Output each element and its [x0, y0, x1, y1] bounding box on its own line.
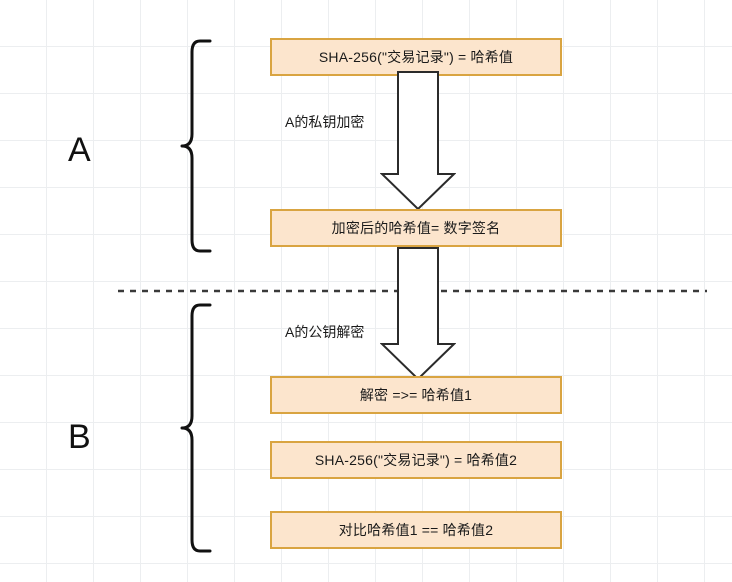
box-signature[interactable]: 加密后的哈希值= 数字签名 [270, 209, 562, 247]
arrow-label-private-key-encrypt: A的私钥加密 [285, 114, 365, 130]
brace-section-b [180, 303, 212, 553]
arrow-label-public-key-decrypt: A的公钥解密 [285, 324, 365, 340]
box-compare-hashes[interactable]: 对比哈希值1 == 哈希值2 [270, 511, 562, 549]
box-decrypt-hash1[interactable]: 解密 =>= 哈希值1 [270, 376, 562, 414]
arrow-private-key-encrypt [380, 71, 456, 211]
box-hash-transaction-2[interactable]: SHA-256("交易记录") = 哈希值2 [270, 441, 562, 479]
box-hash-transaction[interactable]: SHA-256("交易记录") = 哈希值 [270, 38, 562, 76]
brace-section-a [180, 39, 212, 253]
section-letter-a: A [68, 131, 91, 169]
section-divider-right [441, 289, 707, 293]
arrow-public-key-decrypt [380, 247, 456, 381]
section-divider-left [118, 289, 398, 293]
section-letter-b: B [68, 418, 91, 456]
